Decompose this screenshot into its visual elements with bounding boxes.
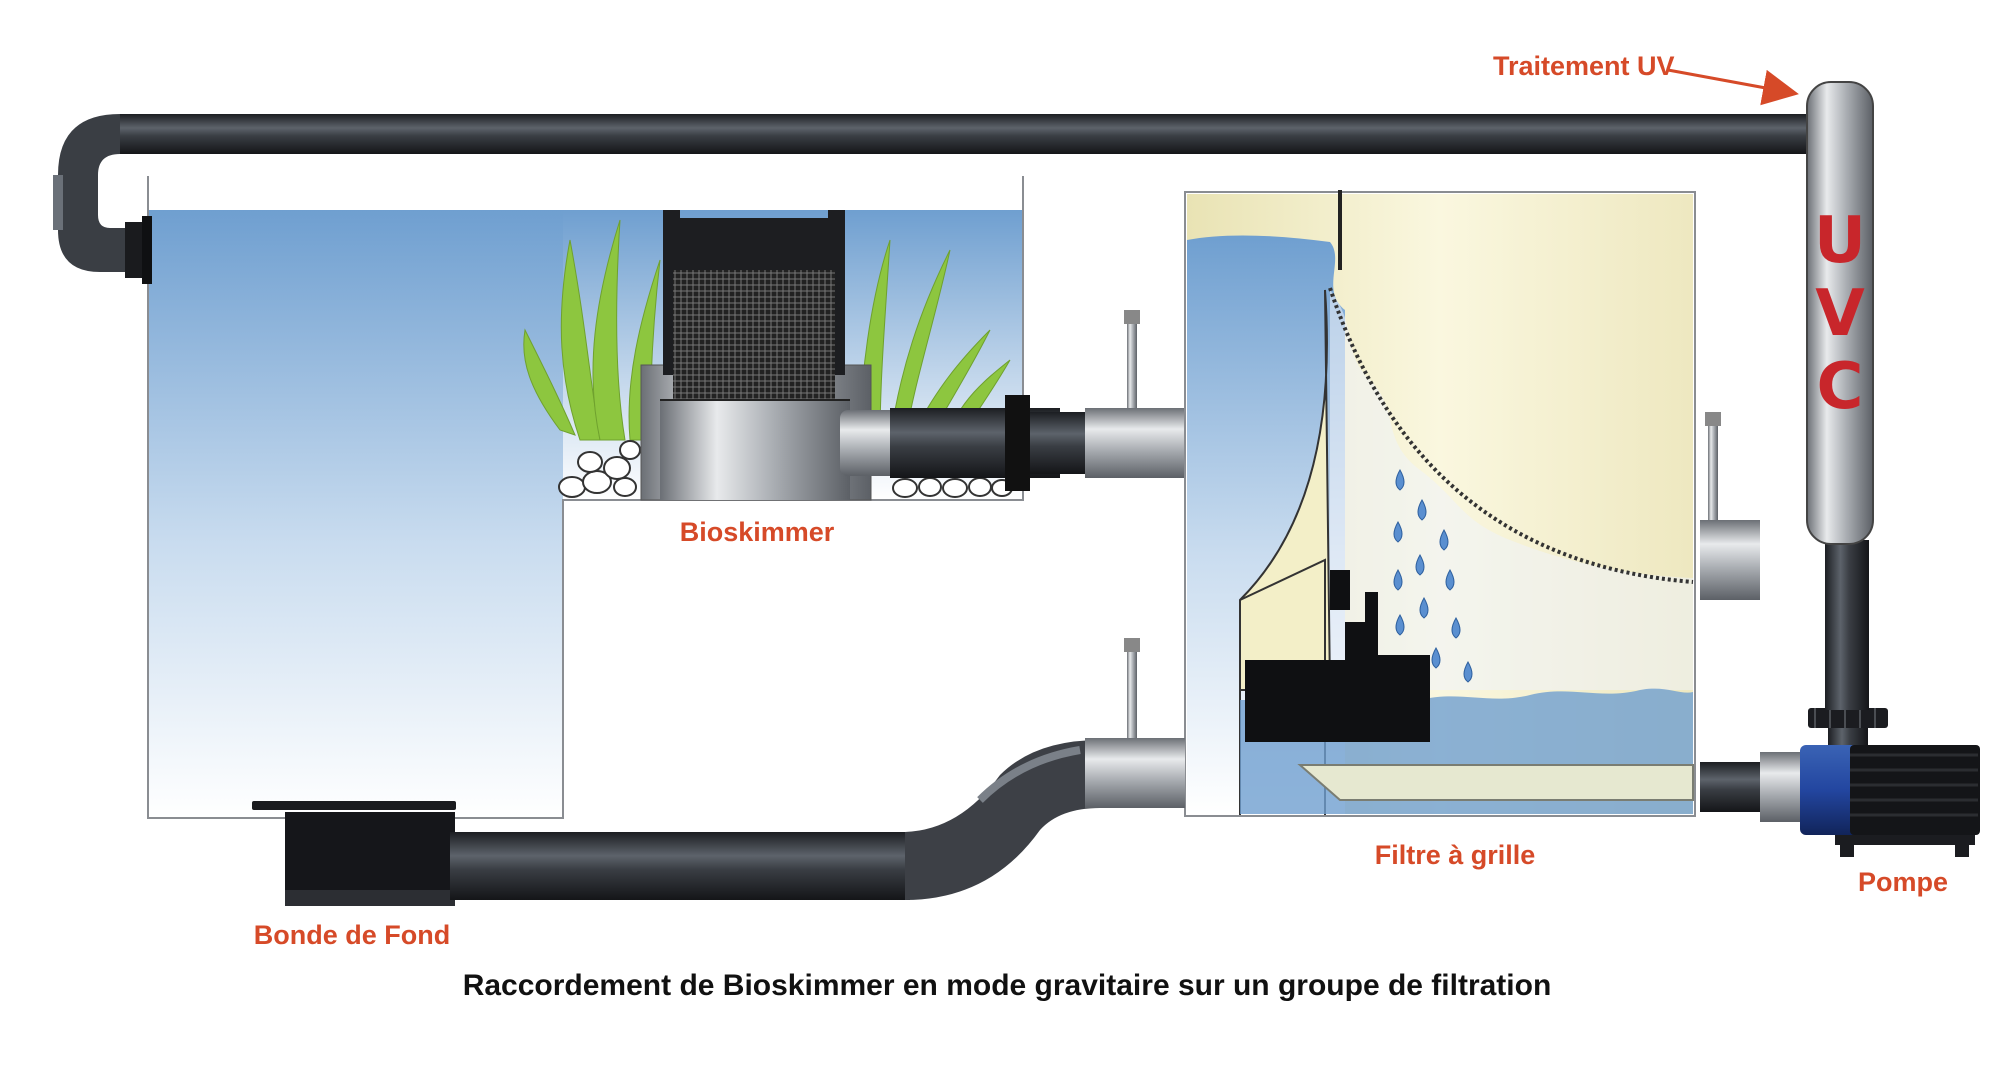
uvc-letter-c: C xyxy=(1817,350,1864,424)
labels: Traitement UV Bioskimmer Filtre à grille… xyxy=(254,51,1948,950)
bottom-drain xyxy=(252,801,456,906)
uvc-letter-u: U xyxy=(1814,204,1866,278)
skimmer-outlet-pipe xyxy=(840,310,1185,491)
uvc-letter-v: V xyxy=(1815,277,1865,351)
water-droplets xyxy=(1393,468,1473,683)
filter-side-outlet xyxy=(1700,412,1760,600)
bioskimmer xyxy=(640,210,872,501)
bottom-pipe xyxy=(450,638,1185,900)
label-bioskimmer: Bioskimmer xyxy=(680,517,835,547)
pond xyxy=(147,176,1024,819)
label-filter: Filtre à grille xyxy=(1375,840,1536,870)
diagram-caption: Raccordement de Bioskimmer en mode gravi… xyxy=(463,969,1552,1002)
label-bottom-drain: Bonde de Fond xyxy=(254,920,450,950)
uv-unit: U V C xyxy=(1806,81,1874,710)
return-pipe xyxy=(53,114,1810,284)
label-pump: Pompe xyxy=(1858,867,1948,897)
grid-filter xyxy=(1184,190,1696,817)
uv-arrow xyxy=(1667,68,1799,106)
label-uv-treatment: Traitement UV xyxy=(1493,51,1675,81)
pump xyxy=(1700,700,1980,857)
